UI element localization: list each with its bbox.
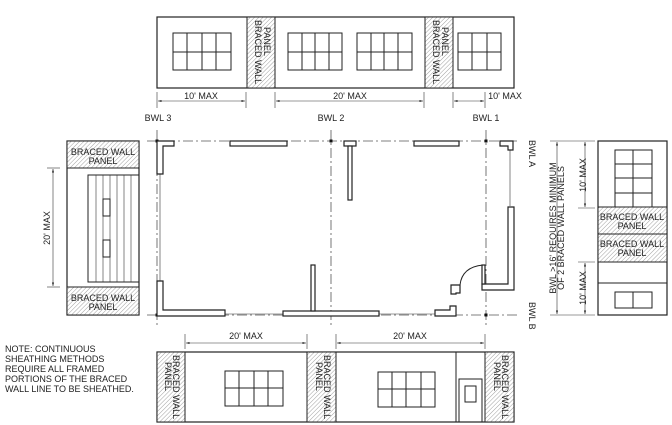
panel-label: PANEL (89, 302, 118, 312)
panel-label: BRACED WALL (600, 239, 664, 249)
svg-text:NOTE: CONTINUOUS: NOTE: CONTINUOUS (5, 344, 96, 354)
panel-label: PANEL (618, 221, 647, 231)
requirement-note: OF 2 BRACED WALL PANELS (556, 166, 566, 290)
window (172, 32, 232, 71)
svg-text:PORTIONS OF THE BRACED: PORTIONS OF THE BRACED (5, 374, 128, 384)
panel-label: PANEL (314, 362, 324, 391)
dimension-label: 20' MAX (393, 331, 427, 341)
bottom-elevation: BRACED WALL PANEL BRACED WALL PANEL BRAC… (156, 331, 515, 423)
braced-wall-panel (246, 16, 276, 89)
panel-label: BRACED WALL (500, 355, 510, 419)
braced-wall-panel (66, 140, 140, 169)
panel-label: PANEL (89, 156, 118, 166)
door (458, 378, 483, 423)
window (377, 371, 436, 408)
dimension-label: 10' MAX (488, 91, 522, 101)
panel-label: BRACED WALL (253, 20, 263, 84)
dimension-label: 10' MAX (578, 271, 588, 305)
braced-wall-panel (156, 351, 186, 423)
svg-text:WALL LINE TO BE SHEATHED.: WALL LINE TO BE SHEATHED. (5, 384, 134, 394)
braced-wall-panel (597, 206, 668, 235)
window (287, 32, 343, 71)
window (457, 32, 502, 71)
braced-wall-panel (424, 16, 454, 89)
panel-label: BRACED WALL (600, 212, 664, 222)
dimension-label: 10' MAX (578, 158, 588, 192)
braced-wall-panel (66, 286, 140, 316)
bwl-label: BWL 2 (318, 113, 345, 123)
panel-label: PANEL (163, 362, 173, 391)
garage-door (87, 174, 140, 283)
braced-wall-panel (597, 233, 668, 263)
right-elevation: BRACED WALL PANEL BRACED WALL PANEL BWL … (548, 140, 668, 316)
dimension-label: 20' MAX (229, 331, 263, 341)
bwl-label: BWL 1 (473, 113, 500, 123)
panel-label: PANEL (492, 362, 502, 391)
requirement-note: BWL >16' REQUIRES MINIMUM (548, 162, 558, 293)
dimension-label: 20' MAX (42, 211, 52, 245)
panel-label: BRACED WALL (431, 20, 441, 84)
panel-label: PANEL (440, 27, 450, 56)
panel-label: PANEL (262, 27, 272, 56)
braced-wall-panel (306, 351, 337, 423)
dimension-label: 10' MAX (184, 91, 218, 101)
dimension-label: 20' MAX (333, 91, 367, 101)
braced-wall-panel (484, 351, 515, 423)
panel-label: BRACED WALL (322, 355, 332, 419)
bwl-label: BWL 3 (145, 113, 172, 123)
panel-label: PANEL (618, 248, 647, 258)
left-elevation: BRACED WALL PANEL BRACED WALL PANEL 20' … (42, 140, 140, 316)
bwl-label: BWL A (527, 140, 537, 167)
panel-label: BRACED WALL (71, 293, 135, 303)
panel-label: BRACED WALL (71, 147, 135, 157)
sheathing-note: NOTE: CONTINUOUS SHEATHING METHODS REQUI… (5, 344, 134, 394)
window (614, 291, 653, 309)
panel-label: BRACED WALL (171, 355, 181, 419)
window (224, 370, 284, 407)
bwl-label: BWL B (527, 302, 537, 330)
floor-plan: BWL 3 BWL 2 BWL 1 BWL A BWL B (145, 113, 537, 330)
window (356, 32, 413, 71)
top-elevation: BRACED WALL PANEL BRACED WALL PANEL (156, 16, 522, 108)
svg-text:REQUIRE ALL FRAMED: REQUIRE ALL FRAMED (5, 364, 105, 374)
svg-text:SHEATHING METHODS: SHEATHING METHODS (5, 354, 104, 364)
